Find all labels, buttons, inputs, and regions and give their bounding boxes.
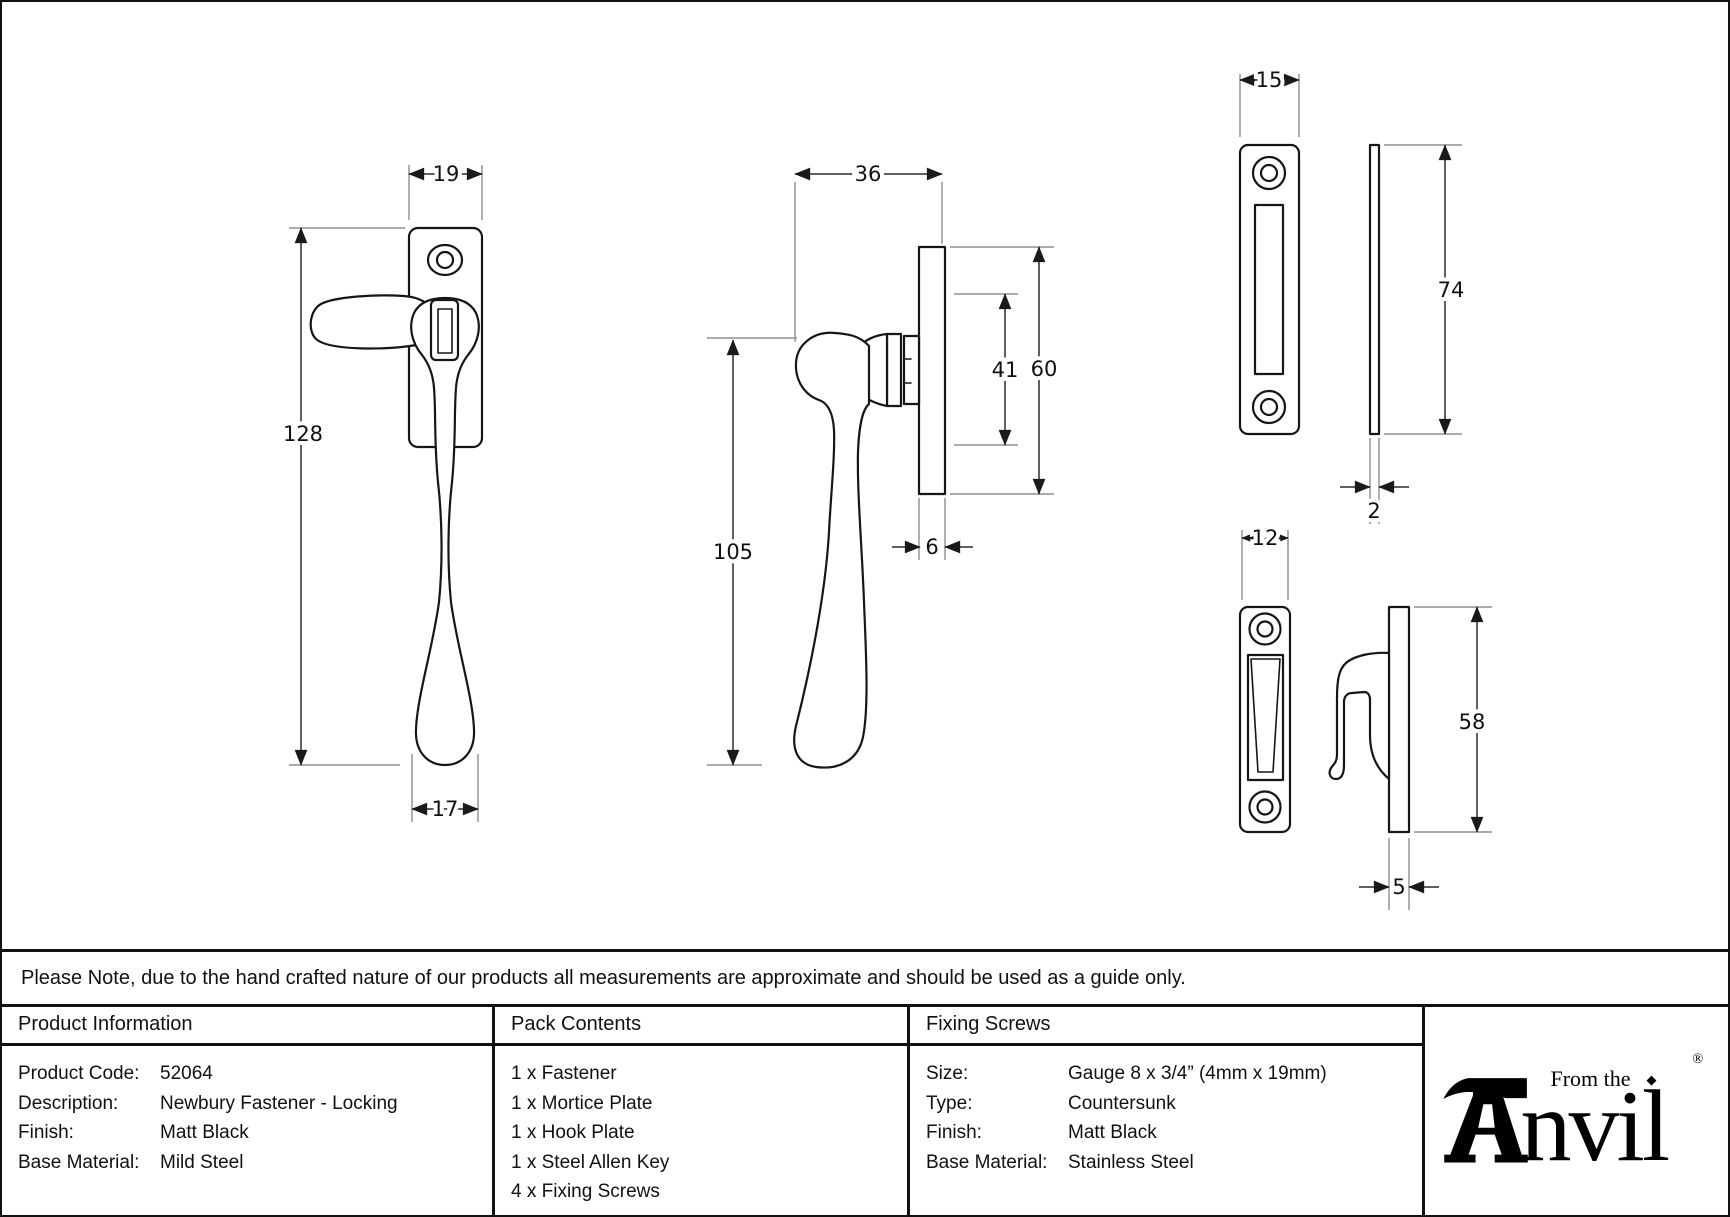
row-value: Gauge 8 x 3/4” (4mm x 19mm) bbox=[1068, 1063, 1327, 1084]
extension-lines bbox=[289, 74, 1492, 910]
dimension-lines bbox=[294, 73, 1484, 894]
product-information-column: Product Information Product Code: 52064 … bbox=[2, 1007, 495, 1215]
dim-fastener-height: 128 bbox=[283, 422, 323, 446]
info-table: Product Information Product Code: 52064 … bbox=[2, 1004, 1728, 1215]
list-item: 1 x Mortice Plate bbox=[511, 1092, 653, 1114]
brand-name-rest: nvil bbox=[1520, 1070, 1671, 1183]
row-value: Matt Black bbox=[1068, 1122, 1157, 1143]
row-label: Finish: bbox=[18, 1122, 74, 1143]
dim-fastener-width-bottom: 17 bbox=[432, 797, 459, 821]
dimension-labels: 19 128 17 36 105 41 60 6 15 74 2 12 58 5 bbox=[279, 64, 1489, 903]
pack-contents-body: 1 x Fastener 1 x Mortice Plate 1 x Hook … bbox=[495, 1046, 907, 1207]
list-item: 4 x Fixing Screws bbox=[511, 1181, 660, 1202]
hook-plate-side-view bbox=[1328, 605, 1411, 834]
dim-hook-thickness: 5 bbox=[1392, 875, 1405, 899]
technical-drawing: 19 128 17 36 105 41 60 6 15 74 2 12 58 5 bbox=[279, 64, 1492, 910]
row-value: Matt Black bbox=[160, 1122, 249, 1143]
dim-side-width: 36 bbox=[855, 162, 882, 186]
row-label: Type: bbox=[926, 1092, 973, 1114]
brand-tagline: From the bbox=[1550, 1066, 1631, 1091]
fixing-screws-header: Fixing Screws bbox=[910, 1007, 1422, 1046]
row-value: 52064 bbox=[160, 1063, 213, 1084]
dim-plate-inner-height: 41 bbox=[992, 358, 1019, 382]
brand-cell: From the ◆ ® nvil bbox=[1425, 1007, 1728, 1215]
fixing-screws-body: Size: Gauge 8 x 3/4” (4mm x 19mm) Type: … bbox=[910, 1046, 1422, 1177]
handle-side bbox=[793, 331, 871, 769]
diamond-icon: ◆ bbox=[1646, 1072, 1657, 1087]
row-label: Base Material: bbox=[18, 1151, 140, 1173]
row-label: Description: bbox=[18, 1092, 119, 1114]
fastener-side-view bbox=[793, 245, 947, 769]
dim-mortice-thickness: 2 bbox=[1367, 499, 1380, 523]
row-label: Base Material: bbox=[926, 1151, 1048, 1173]
pack-contents-column: Pack Contents 1 x Fastener 1 x Mortice P… bbox=[495, 1007, 910, 1215]
dim-fastener-width-top: 19 bbox=[433, 162, 460, 186]
from-the-anvil-logo: From the ◆ ® nvil bbox=[1441, 1050, 1713, 1178]
table-row: Size: Gauge 8 x 3/4” (4mm x 19mm) bbox=[926, 1059, 1406, 1089]
pack-contents-header: Pack Contents bbox=[495, 1007, 907, 1046]
dim-mortice-height: 74 bbox=[1438, 278, 1465, 302]
row-value: Stainless Steel bbox=[1068, 1151, 1194, 1173]
table-row: Product Code: 52064 bbox=[18, 1059, 476, 1089]
table-row: Description: Newbury Fastener - Locking bbox=[18, 1089, 476, 1119]
table-row: Type: Countersunk bbox=[926, 1089, 1406, 1119]
table-row: Base Material: Stainless Steel bbox=[926, 1148, 1406, 1178]
product-information-body: Product Code: 52064 Description: Newbury… bbox=[2, 1046, 492, 1177]
row-value: Countersunk bbox=[1068, 1092, 1176, 1114]
dim-side-height: 105 bbox=[713, 540, 753, 564]
anvil-icon bbox=[1442, 1078, 1528, 1163]
product-information-header: Product Information bbox=[2, 1007, 492, 1046]
dim-plate-depth: 6 bbox=[925, 535, 938, 559]
dim-plate-height: 60 bbox=[1031, 357, 1058, 381]
table-row: Finish: Matt Black bbox=[18, 1118, 476, 1148]
fastener-front-view bbox=[309, 226, 484, 767]
hook-plate-front-view bbox=[1238, 605, 1292, 834]
table-row: Base Material: Mild Steel bbox=[18, 1148, 476, 1178]
measurement-note: Please Note, due to the hand crafted nat… bbox=[2, 949, 1728, 1004]
measurement-note-text: Please Note, due to the hand crafted nat… bbox=[21, 966, 1186, 989]
table-row: Finish: Matt Black bbox=[926, 1118, 1406, 1148]
list-item: 1 x Fastener bbox=[511, 1063, 617, 1084]
dim-hook-height: 58 bbox=[1459, 710, 1486, 734]
technical-drawing-area: 19 128 17 36 105 41 60 6 15 74 2 12 58 5 bbox=[2, 2, 1728, 949]
list-item: 1 x Hook Plate bbox=[511, 1122, 635, 1143]
handle-front bbox=[410, 296, 480, 767]
row-value: Newbury Fastener - Locking bbox=[160, 1092, 398, 1114]
row-label: Product Code: bbox=[18, 1063, 140, 1084]
mortice-plate-front-view bbox=[1238, 143, 1301, 436]
row-label: Finish: bbox=[926, 1122, 982, 1143]
fixing-screws-column: Fixing Screws Size: Gauge 8 x 3/4” (4mm … bbox=[910, 1007, 1425, 1215]
backplate-side bbox=[917, 245, 947, 496]
registered-mark: ® bbox=[1692, 1052, 1704, 1067]
dim-mortice-width: 15 bbox=[1256, 68, 1283, 92]
dim-hook-width: 12 bbox=[1252, 526, 1279, 550]
hook bbox=[1328, 651, 1391, 781]
mortice-plate-side-view bbox=[1368, 143, 1381, 436]
list-item: 1 x Steel Allen Key bbox=[511, 1151, 670, 1173]
row-label: Size: bbox=[926, 1063, 969, 1084]
row-value: Mild Steel bbox=[160, 1151, 244, 1173]
